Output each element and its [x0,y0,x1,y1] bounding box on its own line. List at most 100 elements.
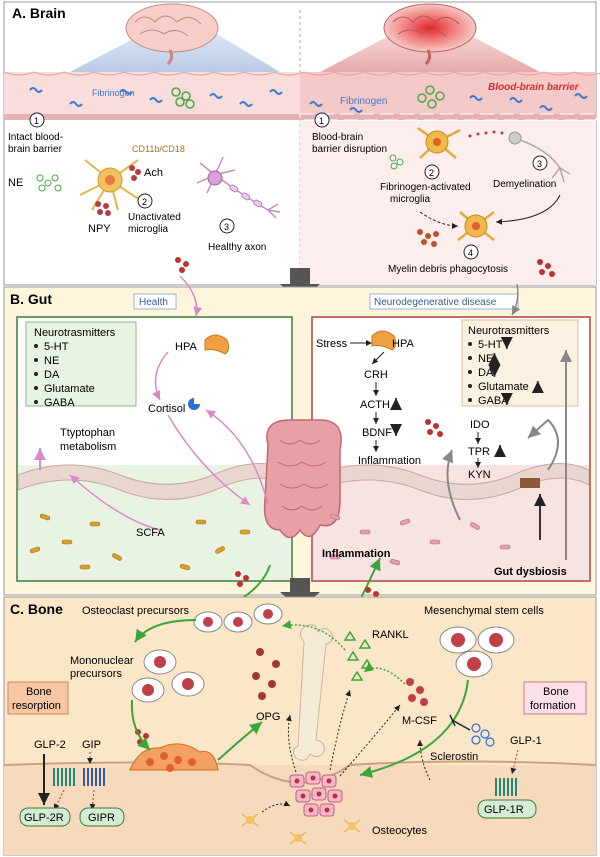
ach-label: Ach [144,167,163,179]
scfa-arrow [69,474,161,531]
glp1-signal-arrow [510,749,519,775]
scfa-label: SCFA [136,527,165,539]
fibrinogen-green-cells [389,154,404,170]
gip-label: GIP [82,739,101,751]
intestine-icon [263,419,342,539]
step-3-number-left: 3 [224,222,229,232]
nt-item: NE [478,353,493,365]
cortisol-label: Cortisol [148,403,185,415]
fibrinogen-molecules-left [29,87,283,107]
gipr-signal-arrow [89,789,96,811]
blood-cells [171,85,445,109]
glp1r-receptor-icon [495,778,517,796]
step-1-number-left: 1 [34,116,39,126]
inflammation-top-label: Inflammation [358,455,421,467]
arrow-microglia-to-phagocytosis [419,211,459,229]
nt-item: DA [44,369,60,381]
gut-to-bone-cells-left [235,571,249,587]
gipr-badge [79,807,125,827]
unactivated-label-2: microglia [128,224,168,235]
mcsf-molecules [406,678,428,706]
fibrinogen-label-left: Fibrinogen [92,88,135,98]
step-4-number-right: 4 [468,248,473,258]
gipr-label: GIPR [88,812,115,824]
kyn-label: KYN [468,469,491,481]
glp1r-label: GLP-1R [484,804,524,816]
ido-red-cells [425,419,443,437]
step-1-number-right: 1 [319,116,324,126]
crh-label: CRH [364,369,388,381]
bone-panel: C. Bone Osteoclast precursors Mononuclea… [3,596,597,856]
disease-microbiota [329,513,511,566]
osteoclast-to-opg-arrow [217,721,263,761]
intact-bbb-label-2: brain barrier [8,144,63,155]
precursor-to-mononuclear-arrow [134,619,197,643]
gut-to-bone-arrow [280,578,320,610]
npy-label: NPY [88,223,111,235]
fibrinogen-label-right: Fibrinogen [340,96,387,107]
nt-item: GABA [44,397,75,409]
ido-label: IDO [470,419,490,431]
hpa-to-cortisol-arrow [152,351,169,401]
bone-section-title: C. Bone [10,601,63,617]
health-tag-label: Health [139,297,168,308]
bbb-disruption-label-1: Blood-brain [312,132,363,143]
formation-label-2: formation [530,700,576,712]
osteocytes [241,813,361,845]
glp2r-badge [19,807,71,827]
activated-secretion-dots [468,130,504,138]
msc-to-osteoblast-arrow [359,679,469,778]
tpr-label: TPR [468,446,490,458]
resorption-label-1: Bone [26,686,52,698]
disease-tag [369,293,519,310]
brain-to-health-arrow [179,275,203,317]
glp2r-receptor-icon [53,768,75,786]
disrupted-bbb [299,113,597,121]
nt-bullet [34,372,38,376]
brain-section-title: A. Brain [12,5,66,21]
step-2-badge-right [424,164,440,180]
step-4-badge-right [463,244,479,260]
intact-bbb-label-1: Intact blood- [8,132,63,143]
vessel-wall-top [3,71,600,76]
gut-section-title: B. Gut [10,291,52,307]
disrupted-junction [520,478,540,488]
formation-box [523,681,587,715]
nt-item: 5-HT [44,341,69,353]
cd11b-cd18-label: CD11b/CD18 [132,144,185,154]
disease-tag-label: Neurodegenerative disease [374,297,497,308]
bbb-disruption-label-2: barrier disruption [312,144,387,155]
nt-bullet [468,398,472,402]
intact-bbb [4,114,300,120]
disease-lumen [313,465,589,580]
gut-dysbiosis-label: Gut dysbiosis [494,566,567,578]
rankl-label: RANKL [372,629,409,641]
nt-item: Glutamate [44,383,95,395]
nt-bullet [468,356,472,360]
gut-to-cortisol-arrow [205,409,269,506]
mononuclear-to-osteoclast-arrow [130,699,151,751]
demyelination-label: Demyelination [493,179,556,190]
brain-to-gut-arrow [280,268,320,302]
osteoblast-to-mcsf-arrow [339,704,401,777]
nt-bullet [34,358,38,362]
mesenchymal-stem-cells [439,626,515,678]
health-nt-box [25,321,137,407]
health-adrenal-icon [204,334,230,355]
left-vessel-band [4,72,300,120]
osteoblast-cluster [289,771,343,817]
nt-item: Glutamate [478,381,529,393]
nt-item: GABA [478,395,509,407]
nt-bullet [468,370,472,374]
health-tag [133,293,177,310]
fibrinogen-activated-label-1: Fibrinogen-activated [380,182,471,193]
formation-label-1: Bone [543,686,569,698]
unactivated-microglia-cell [79,159,141,211]
health-nt-title: Neurotrasmitters [34,327,116,339]
step-2-number-left: 2 [142,197,147,207]
unactivated-label-1: Unactivated [128,212,181,223]
nt-item: NE [44,355,59,367]
opg-molecules [252,648,280,700]
right-blood-cells-down [537,259,555,277]
bone-icon [292,624,333,761]
